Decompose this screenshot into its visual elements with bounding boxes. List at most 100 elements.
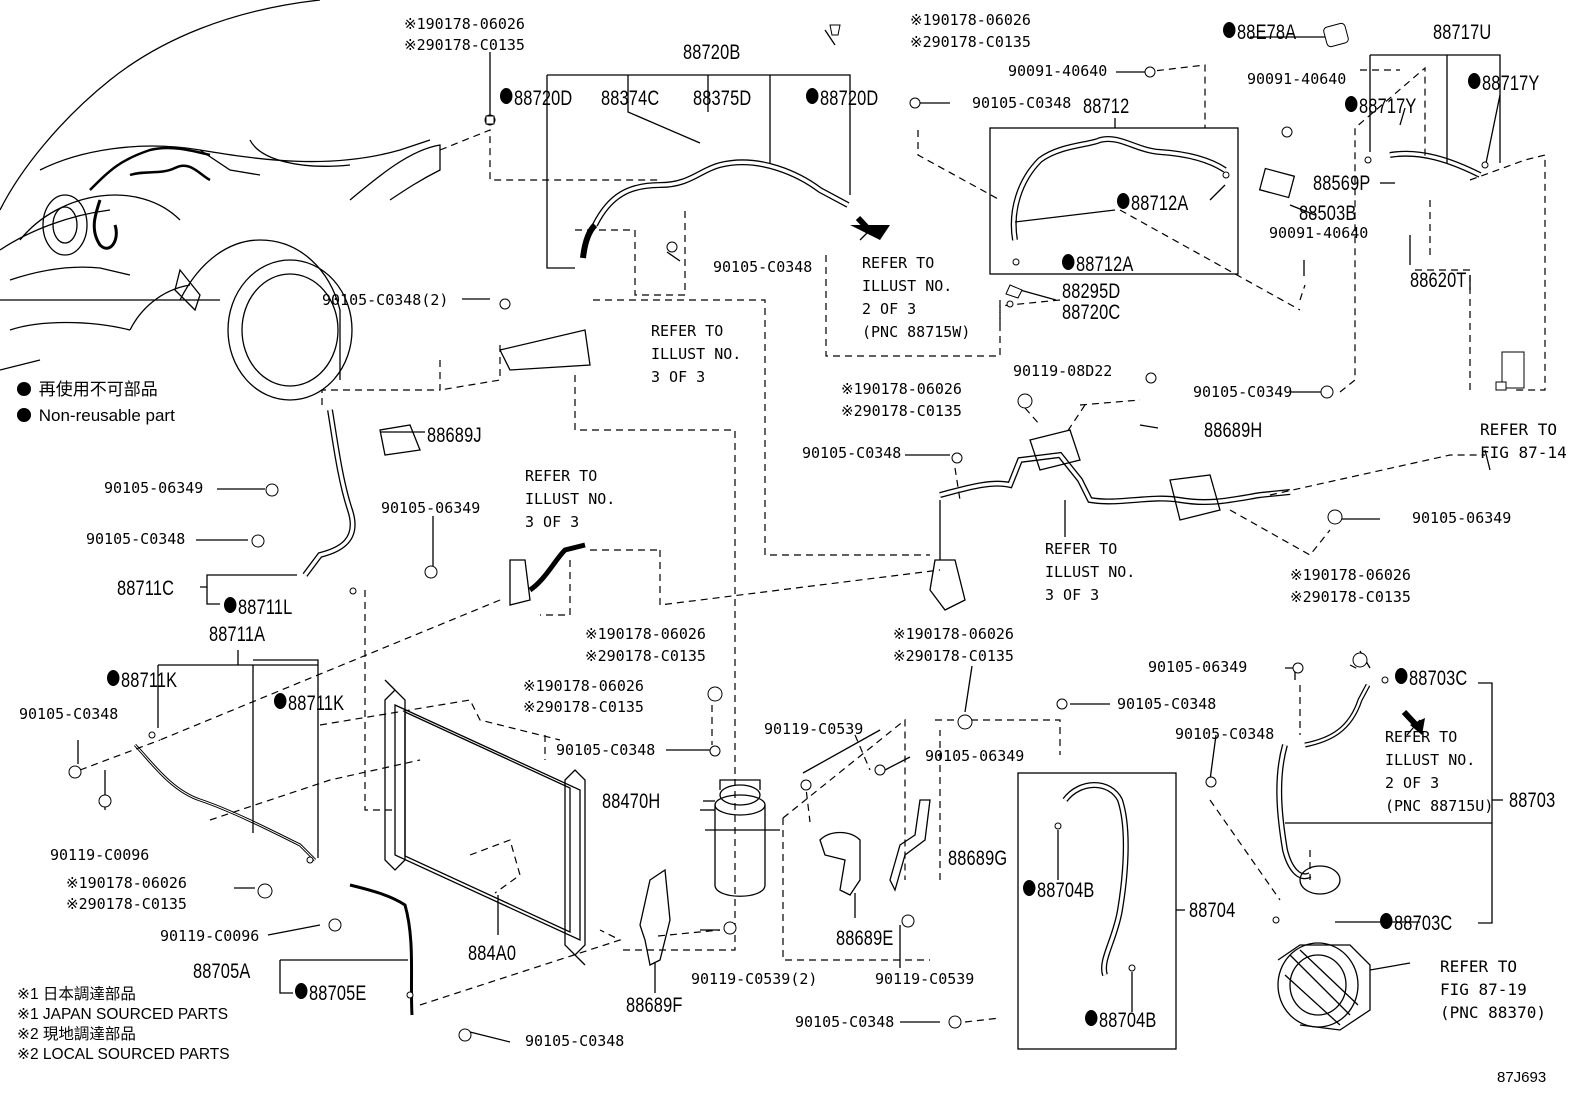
label-88711c: 88711C bbox=[117, 577, 175, 600]
vehicle-illustration bbox=[0, 0, 441, 401]
code-c34: 90105-C0348 bbox=[556, 741, 656, 759]
label-88620t: 88620T bbox=[1410, 269, 1467, 292]
label-88295d: 88295D bbox=[1062, 280, 1121, 303]
bracket-88689g bbox=[889, 799, 931, 892]
code-c42: 90105-C0348 bbox=[525, 1032, 625, 1050]
label-88720b: 88720B bbox=[683, 41, 741, 64]
label-88e78a: 88E78A bbox=[1223, 22, 1296, 43]
code-c4: ※290178-C0135 bbox=[910, 33, 1031, 51]
code-c9: 90105-C0348 bbox=[713, 258, 813, 276]
label-88689f: 88689F bbox=[626, 994, 683, 1017]
code-c30: 90119-C0539 bbox=[764, 720, 864, 738]
note-refer-2of3-88715w: REFER TO ILLUST NO. 2 OF 3 (PNC 88715W) bbox=[862, 254, 971, 341]
non-reusable-dot-icon bbox=[1117, 193, 1130, 209]
non-reusable-dot-icon bbox=[224, 597, 237, 613]
non-reusable-dot-icon bbox=[806, 88, 819, 104]
code-c23: ※290178-C0135 bbox=[585, 647, 706, 665]
label-88712: 88712 bbox=[1083, 95, 1130, 118]
non-reusable-dot-icon bbox=[274, 693, 287, 709]
bracket-88689f bbox=[639, 868, 671, 966]
label-88712a-2: 88712A bbox=[1062, 254, 1133, 275]
note-refer-3of3-c: REFER TO ILLUST NO. 3 OF 3 bbox=[1045, 540, 1136, 604]
code-c8: 90091-40640 bbox=[1269, 224, 1369, 242]
label-88711l: 88711L bbox=[224, 597, 292, 618]
label-88703c-1: 88703C bbox=[1395, 668, 1467, 689]
label-88705e: 88705E bbox=[295, 983, 366, 1004]
non-reusable-dot-icon bbox=[1023, 880, 1036, 896]
code-c22: ※190178-06026 bbox=[585, 625, 706, 643]
code-c39: 90119-C0539(2) bbox=[691, 970, 818, 988]
non-reusable-dot-icon bbox=[295, 983, 308, 999]
label-88711k-1: 88711K bbox=[107, 670, 177, 691]
label-88503b: 88503B bbox=[1299, 202, 1357, 225]
code-c33: ※290178-C0135 bbox=[523, 698, 644, 716]
non-reusable-dot-icon bbox=[1085, 1010, 1098, 1026]
non-reusable-dot-icon bbox=[1395, 668, 1408, 684]
label-88704b-2: 88704B bbox=[1085, 1010, 1156, 1031]
label-88720d-left: 88720D bbox=[500, 88, 572, 109]
note-refer-fig-87-14: REFER TO FIG 87-14 bbox=[1480, 420, 1567, 462]
bracket-88689e bbox=[819, 831, 861, 896]
label-88717y-2: 88717Y bbox=[1468, 73, 1539, 94]
label-88703: 88703 bbox=[1509, 789, 1556, 812]
code-c29: 90105-C0348 bbox=[1175, 725, 1275, 743]
code-c14: 90105-C0349 bbox=[1193, 383, 1293, 401]
label-88689j: 88689J bbox=[427, 424, 482, 447]
legend-en: Non-reusable part bbox=[17, 403, 175, 429]
code-c16: 90105-06349 bbox=[104, 479, 204, 497]
code-c11: 90119-08D22 bbox=[1013, 362, 1113, 380]
non-reusable-dot-icon bbox=[500, 88, 513, 104]
label-88375d: 88375D bbox=[693, 87, 752, 110]
code-c18: 90105-C0348 bbox=[86, 530, 186, 548]
sourcing-line-2: ※1 JAPAN SOURCED PARTS bbox=[17, 1006, 229, 1023]
note-refer-2of3-88715u: REFER TO ILLUST NO. 2 OF 3 (PNC 88715U) bbox=[1385, 728, 1494, 815]
code-c24: ※190178-06026 bbox=[893, 625, 1014, 643]
label-88704: 88704 bbox=[1189, 899, 1236, 922]
note-refer-fig-87-19: REFER TO FIG 87-19 (PNC 88370) bbox=[1440, 957, 1546, 1022]
code-c20: ※190178-06026 bbox=[1290, 566, 1411, 584]
code-c1: ※190178-06026 bbox=[404, 15, 525, 33]
label-88689e: 88689E bbox=[836, 927, 894, 950]
note-refer-3of3-b: REFER TO ILLUST NO. 3 OF 3 bbox=[525, 467, 616, 531]
non-reusable-dot-icon bbox=[1062, 254, 1075, 270]
label-88703c-2: 88703C bbox=[1380, 913, 1452, 934]
label-88711k-2: 88711K bbox=[274, 693, 344, 714]
non-reusable-dot-icon bbox=[17, 408, 31, 422]
diagram-id: 87J693 bbox=[1497, 1069, 1547, 1086]
code-c21: ※290178-C0135 bbox=[1290, 588, 1411, 606]
compressor-illustration bbox=[1277, 942, 1371, 1031]
non-reusable-dot-icon bbox=[1380, 913, 1393, 929]
sourcing-line-3: ※2 現地調達部品 bbox=[17, 1026, 136, 1043]
label-88689g: 88689G bbox=[948, 847, 1008, 870]
label-88704b-1: 88704B bbox=[1023, 880, 1094, 901]
code-c5: 90091-40640 bbox=[1008, 62, 1108, 80]
code-c26: 90105-06349 bbox=[1148, 658, 1248, 676]
code-c19: 90105-06349 bbox=[1412, 509, 1512, 527]
non-reusable-dot-icon bbox=[17, 382, 31, 396]
legend-jp: 再使用不可部品 bbox=[17, 377, 158, 403]
non-reusable-dot-icon bbox=[1223, 22, 1236, 38]
sourcing-line-1: ※1 日本調達部品 bbox=[17, 986, 136, 1003]
code-c17: 90105-06349 bbox=[381, 499, 481, 517]
label-88569p: 88569P bbox=[1313, 172, 1371, 195]
code-c40: 90119-C0539 bbox=[875, 970, 975, 988]
code-c6: 90105-C0348 bbox=[972, 94, 1072, 112]
note-refer-3of3-a: REFER TO ILLUST NO. 3 OF 3 bbox=[651, 322, 742, 386]
code-c3: ※190178-06026 bbox=[910, 11, 1031, 29]
valve-assembly-illustration bbox=[929, 429, 1291, 611]
label-88712a-1: 88712A bbox=[1117, 193, 1188, 214]
code-c32: ※190178-06026 bbox=[523, 677, 644, 695]
label-88720d-right: 88720D bbox=[806, 88, 878, 109]
non-reusable-dot-icon bbox=[1345, 96, 1358, 112]
label-88374c: 88374C bbox=[601, 87, 660, 110]
code-c35: 90119-C0096 bbox=[50, 846, 150, 864]
code-c15: 90105-C0348 bbox=[802, 444, 902, 462]
label-884a0: 884A0 bbox=[468, 942, 517, 965]
non-reusable-dot-icon bbox=[107, 670, 120, 686]
code-c41: 90105-C0348 bbox=[795, 1013, 895, 1031]
label-88470h: 88470H bbox=[602, 790, 661, 813]
label-88689h: 88689H bbox=[1204, 419, 1263, 442]
label-88717y-1: 88717Y bbox=[1345, 96, 1416, 117]
code-c2: ※290178-C0135 bbox=[404, 36, 525, 54]
